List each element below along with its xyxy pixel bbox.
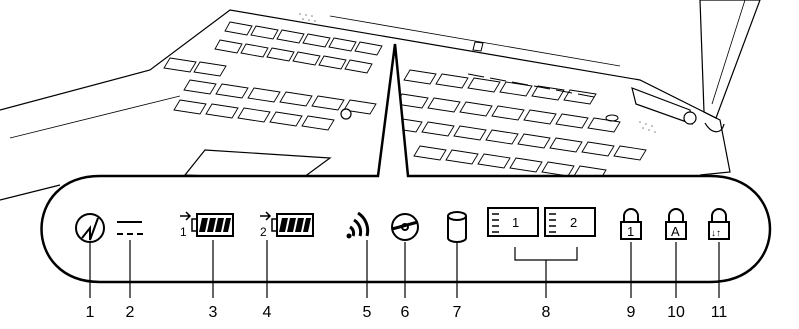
optical-drive-icon: [391, 213, 419, 241]
indicator-number-6: 6: [400, 304, 410, 321]
indicator-number-4: 4: [262, 304, 272, 321]
caps-lock-glyph: A: [671, 224, 680, 239]
pc-card-slots-icon: 1 2: [487, 207, 596, 298]
indicator-panel: [40, 43, 772, 284]
wireless-icon: [346, 211, 370, 239]
battery-2-icon: 2: [260, 211, 314, 239]
leader-lines: [89, 240, 720, 298]
indicator-number-1: 1: [85, 304, 95, 321]
scroll-lock-icon: ↓↑: [708, 208, 730, 240]
laptop-illustration: [0, 0, 761, 201]
indicator-number-10: 10: [667, 304, 685, 321]
indicator-number-8: 8: [541, 304, 551, 321]
battery-2-slot-label: 2: [260, 225, 267, 239]
pc-card-slot-2-label: 2: [570, 215, 577, 230]
indicator-number-3: 3: [208, 304, 218, 321]
power-icon: [75, 213, 105, 243]
dc-in-icon: [117, 221, 143, 235]
indicator-number-2: 2: [125, 304, 135, 321]
scroll-lock-glyph: ↓↑: [711, 228, 721, 239]
num-lock-icon: 1: [620, 208, 642, 240]
caps-lock-icon: A: [665, 208, 687, 240]
indicator-number-9: 9: [626, 304, 636, 321]
battery-1-slot-label: 1: [180, 225, 187, 239]
num-lock-glyph: 1: [627, 224, 634, 239]
indicator-number-5: 5: [362, 304, 372, 321]
indicator-number-7: 7: [452, 304, 462, 321]
battery-1-icon: 1: [180, 211, 234, 239]
keyboard: [163, 21, 647, 181]
pc-card-slot-1-label: 1: [512, 215, 519, 230]
indicator-number-11: 11: [710, 304, 728, 321]
